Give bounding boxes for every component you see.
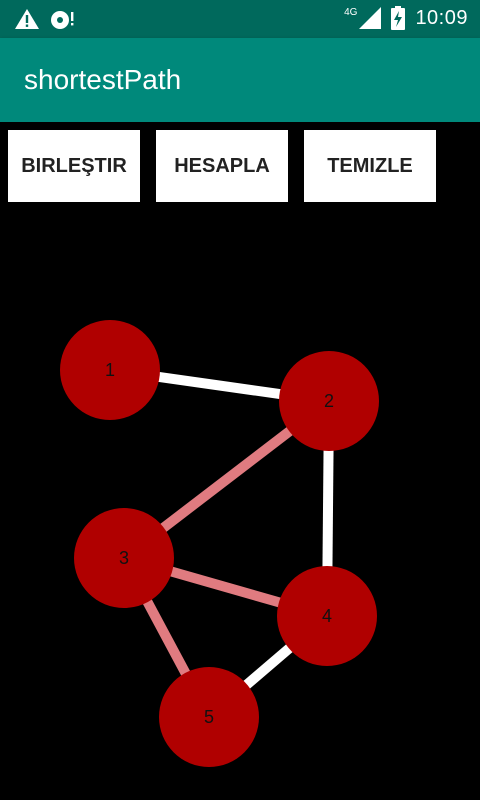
clear-button[interactable]: TEMIZLE	[304, 130, 436, 202]
app-title: shortestPath	[24, 64, 182, 95]
graph-canvas[interactable]: 1 2 3 4 5	[0, 210, 480, 800]
node-circle	[279, 351, 379, 451]
node-circle	[60, 320, 160, 420]
graph-node-2[interactable]: 2	[279, 351, 379, 451]
app-bar: shortestPath	[0, 38, 480, 122]
graph-node-3[interactable]: 3	[74, 508, 174, 608]
calculate-button[interactable]: HESAPLA	[156, 130, 288, 202]
system-status: 4G 10:09	[344, 6, 468, 30]
node-label: 2	[324, 391, 334, 411]
node-circle	[277, 566, 377, 666]
warning-icon	[15, 9, 39, 29]
node-circle	[159, 667, 259, 767]
graph-node-4[interactable]: 4	[277, 566, 377, 666]
signal-icon	[359, 7, 382, 29]
graph-node-1[interactable]: 1	[60, 320, 160, 420]
node-label: 3	[119, 548, 129, 568]
connect-button[interactable]: BIRLEŞTIR	[8, 130, 140, 202]
notification-icons	[14, 8, 76, 30]
node-label: 4	[322, 606, 332, 626]
status-bar: 4G 10:09	[0, 0, 480, 38]
disk-alert-icon	[51, 11, 74, 29]
network-type: 4G	[344, 6, 358, 18]
graph-node-5[interactable]: 5	[159, 667, 259, 767]
node-label: 5	[204, 707, 214, 727]
node-label: 1	[105, 360, 115, 380]
clock: 10:09	[415, 6, 468, 29]
battery-charging-icon	[391, 6, 406, 30]
node-circle	[74, 508, 174, 608]
